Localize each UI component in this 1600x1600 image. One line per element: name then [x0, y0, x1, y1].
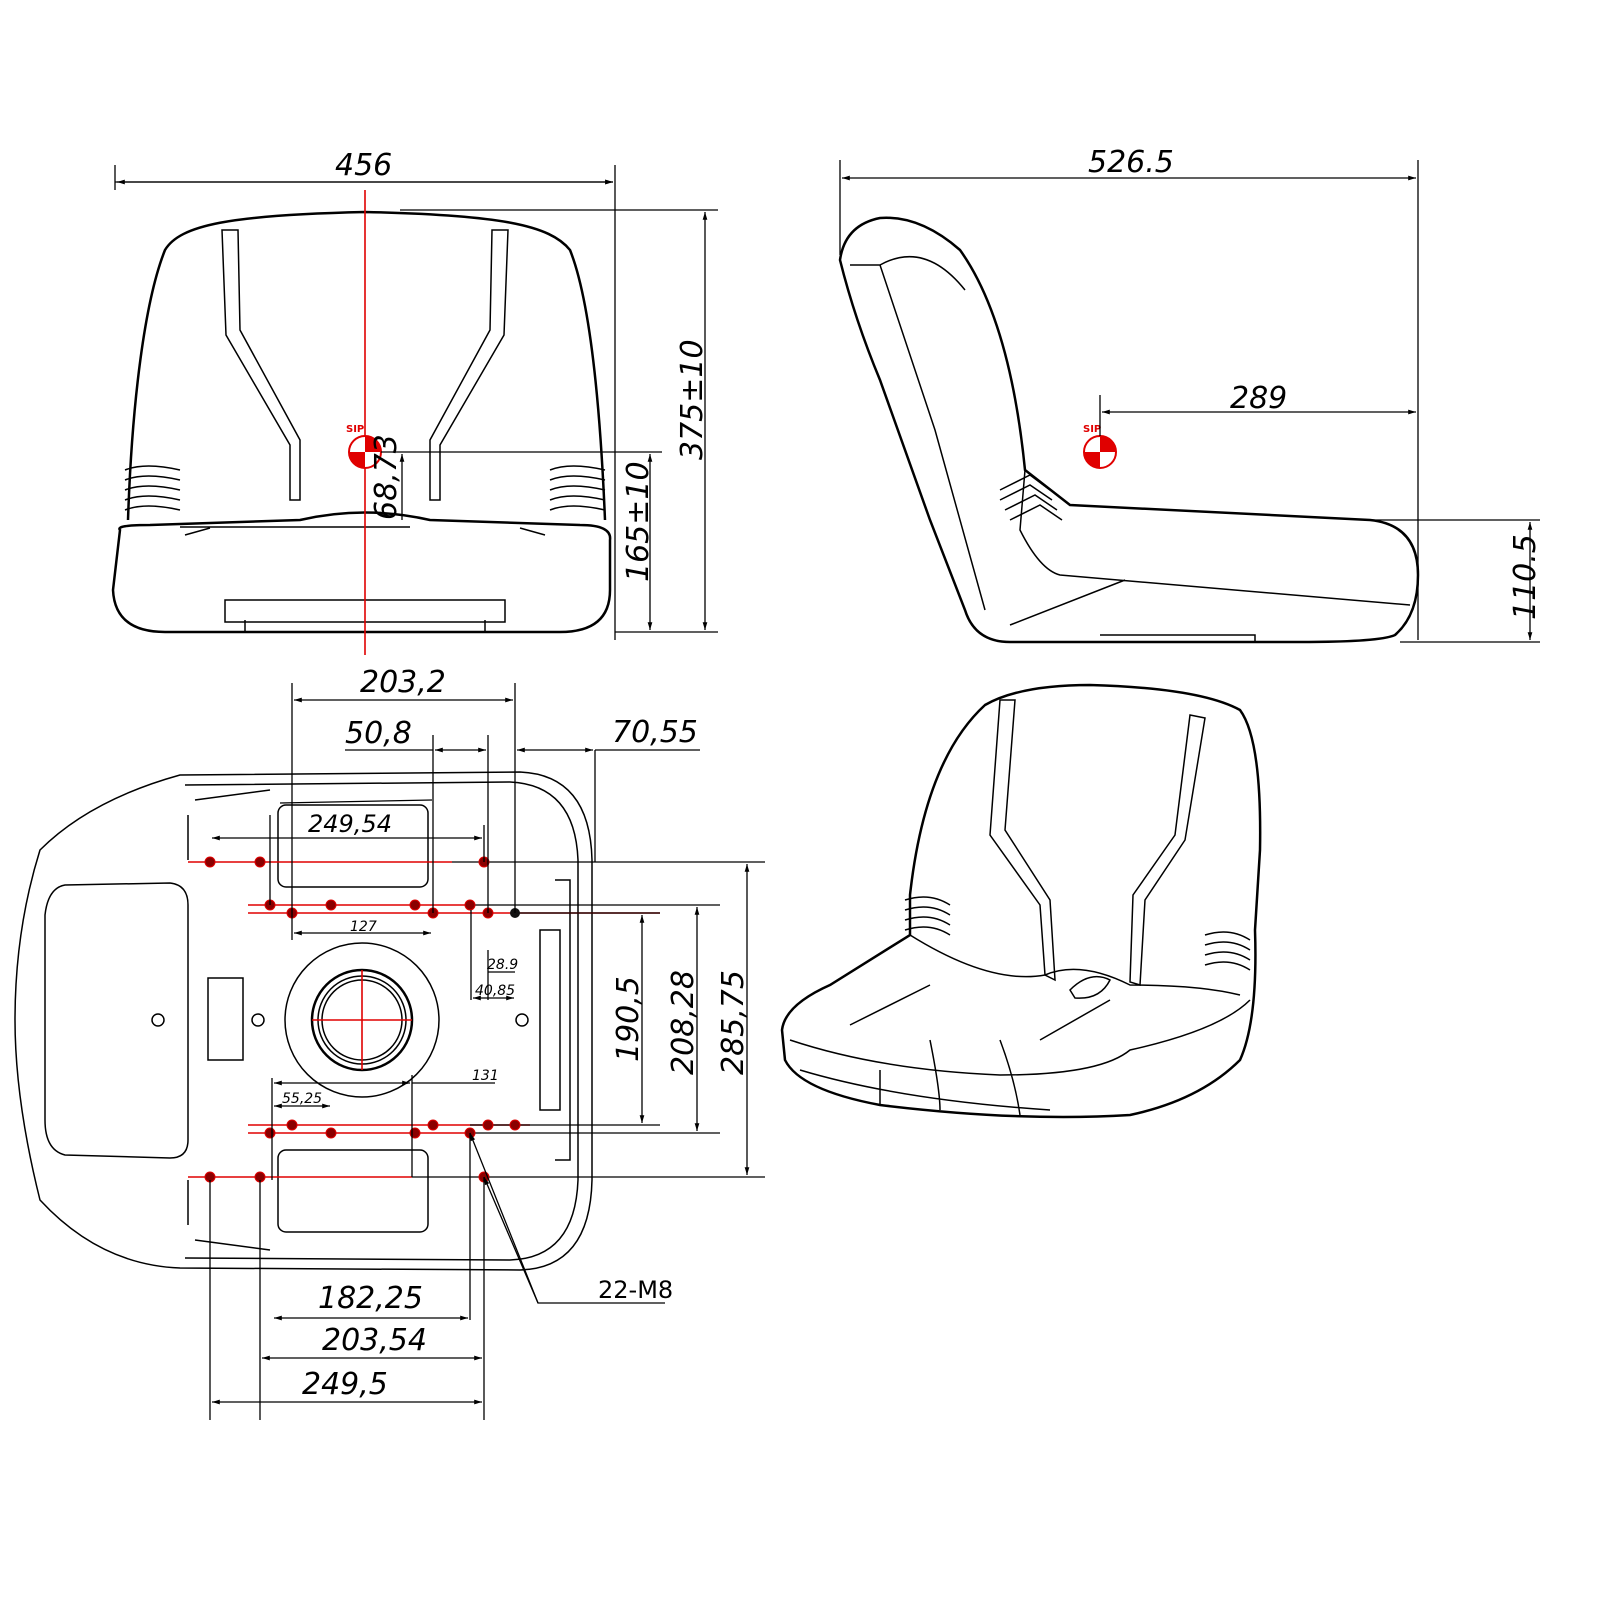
- dim-height-375: 375±10: [675, 339, 710, 460]
- dim-70-55: 70,55: [612, 715, 698, 750]
- dim-127: 127: [350, 919, 377, 935]
- dim-249-5: 249,5: [302, 1367, 388, 1402]
- dim-40-85: 40,85: [475, 983, 515, 999]
- bottom-view: 203,2 50,8 70,55 249,54 127 28.9 40,85 1…: [14, 665, 765, 1420]
- front-backrest-outline: [126, 210, 607, 521]
- side-sip-label: SIP: [1083, 424, 1101, 435]
- side-view: SIP 526.5 289 110.5: [838, 145, 1543, 644]
- side-sip-marker: SIP: [1083, 424, 1117, 469]
- dim-182-25: 182,25: [318, 1281, 423, 1316]
- dim-285-75: 285,75: [716, 970, 751, 1075]
- dim-sip-offset-68-73: 68,73: [369, 434, 404, 520]
- dim-sip-height-165: 165±10: [621, 461, 656, 582]
- hole-callout-22-m8: 22-M8: [598, 1276, 673, 1304]
- dim-249-54: 249,54: [308, 810, 392, 838]
- dim-208-28: 208,28: [666, 970, 701, 1075]
- perspective-view: [780, 683, 1262, 1119]
- dim-55-25: 55,25: [282, 1091, 322, 1107]
- dim-203-2: 203,2: [360, 665, 446, 700]
- side-seat-outline: [838, 216, 1420, 644]
- mounting-holes: [204, 856, 521, 1183]
- dim-depth-526-5: 526.5: [1088, 145, 1174, 180]
- front-view: SIP 456 375±10 165±10 68,73: [111, 148, 718, 655]
- dim-50-8: 50,8: [345, 716, 412, 751]
- dim-cushion-height-110-5: 110.5: [1508, 534, 1543, 620]
- front-sip-label: SIP: [346, 424, 364, 435]
- dim-28-9: 28.9: [487, 957, 518, 973]
- dim-sip-depth-289: 289: [1230, 381, 1287, 416]
- dim-width-456: 456: [335, 148, 392, 183]
- front-cushion-outline: [111, 511, 612, 634]
- dim-131: 131: [472, 1068, 499, 1084]
- perspective-seat-outline: [780, 683, 1262, 1119]
- bottom-outline: [14, 771, 593, 1271]
- dim-190-5: 190,5: [611, 976, 646, 1062]
- dim-203-54: 203,54: [322, 1323, 427, 1358]
